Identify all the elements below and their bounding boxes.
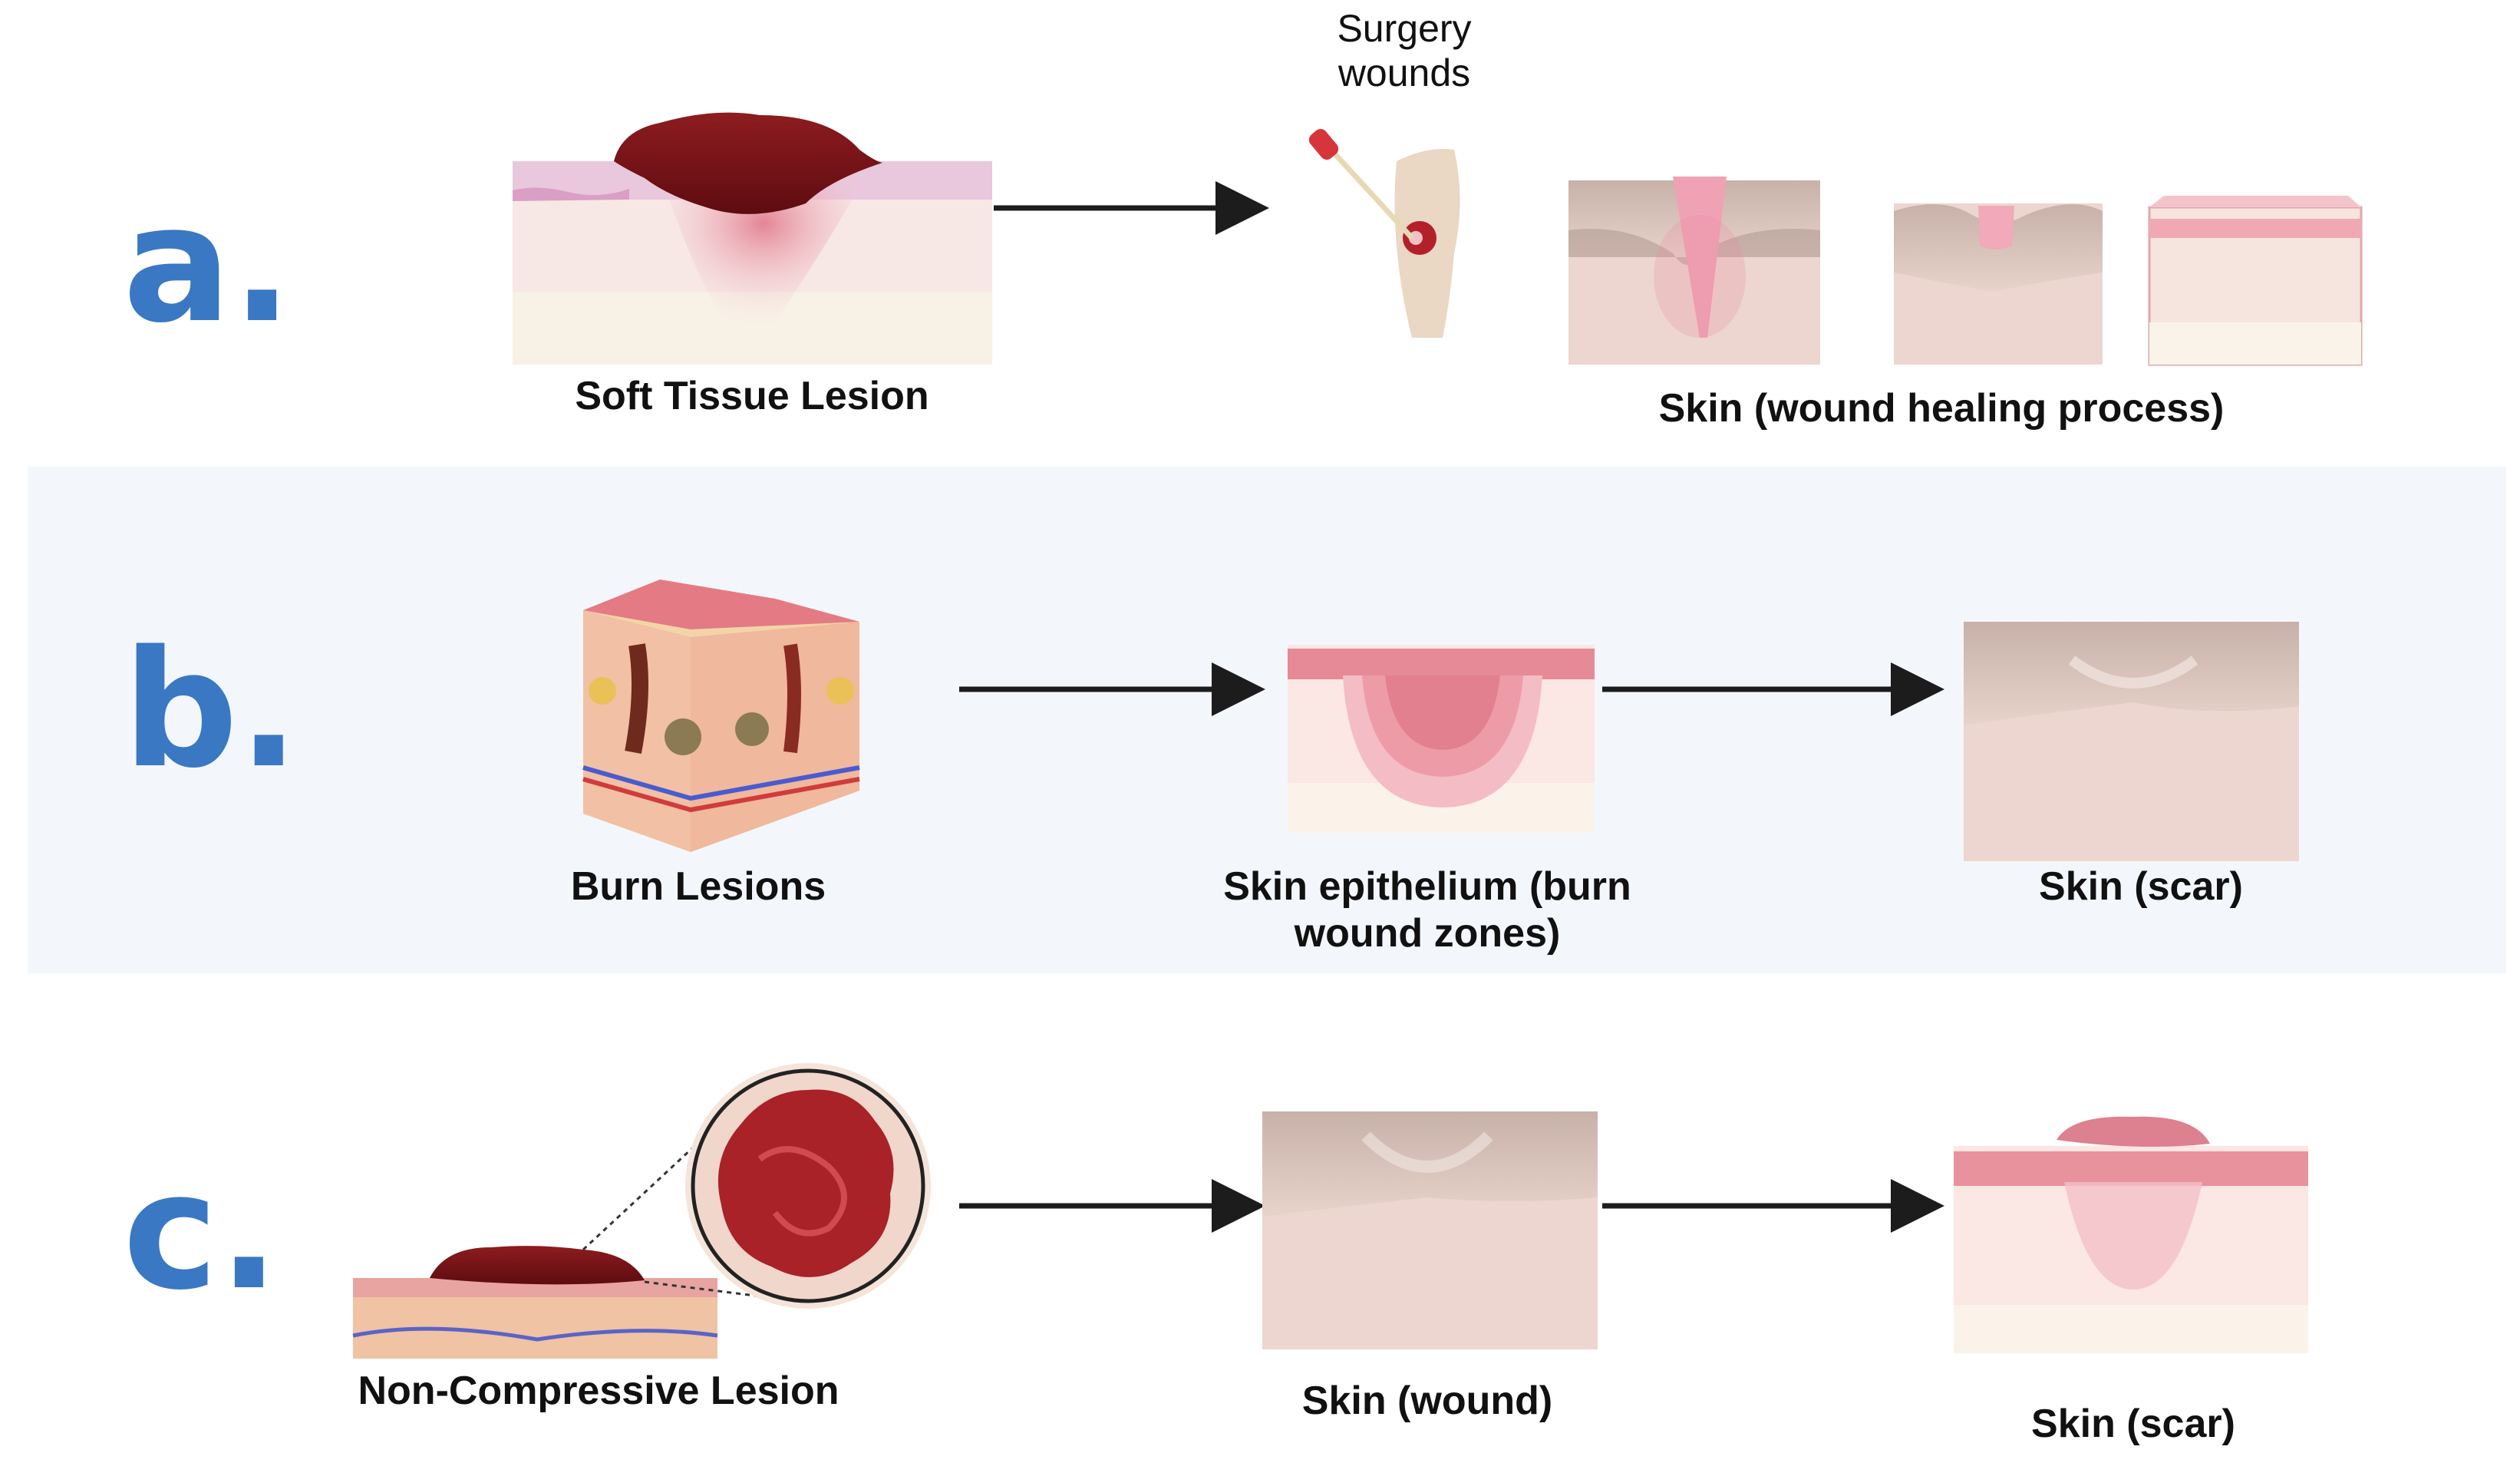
soft-tissue-lesion-illustration: [513, 112, 992, 365]
burn-lesions-label: Burn Lesions: [570, 864, 826, 909]
wound-healing-process-label: Skin (wound healing process): [1658, 386, 2225, 431]
scar-c-label: Skin (scar): [2031, 1402, 2235, 1446]
burn-wound-zones-label-line2: wound zones): [1294, 911, 1561, 956]
surgery-wounds-label: Surgery wounds: [1274, 6, 1535, 95]
lesion-zoom-circle: [685, 1063, 931, 1309]
scar-b-label: Skin (scar): [2039, 864, 2243, 909]
panel-a-letter: a.: [123, 170, 293, 358]
scar-skin-b-illustration: [1964, 622, 2299, 861]
burn-wound-zones-label-line1: Skin epithelium (burn: [1223, 864, 1631, 909]
scar-skin-c-illustration: [1954, 1116, 2308, 1353]
burn-wound-zones-label: Skin epithelium (burn wound zones): [1151, 864, 1704, 958]
non-compressive-lesion-illustration: [352, 1127, 768, 1359]
panel-b-letter: b.: [123, 616, 300, 804]
skin-wound-label: Skin (wound): [1301, 1379, 1553, 1423]
non-compressive-lesion-label: Non-Compressive Lesion: [358, 1369, 839, 1413]
burn-lesion-illustration: [582, 580, 860, 852]
surgery-wounds-label-line2: wounds: [1338, 51, 1471, 94]
panel-c-letter: c.: [123, 1138, 280, 1326]
skin-wound-illustration: [1262, 1111, 1598, 1349]
burn-wound-zones-illustration: [1288, 645, 1595, 833]
healing-stage-2: [1894, 203, 2103, 365]
healing-stage-1: [1568, 177, 1820, 365]
healing-stage-3: [2148, 196, 2363, 366]
surgery-wound-illustration: [1308, 129, 1460, 338]
soft-tissue-lesion-label: Soft Tissue Lesion: [575, 374, 929, 418]
surgery-wounds-label-line1: Surgery: [1337, 7, 1472, 50]
